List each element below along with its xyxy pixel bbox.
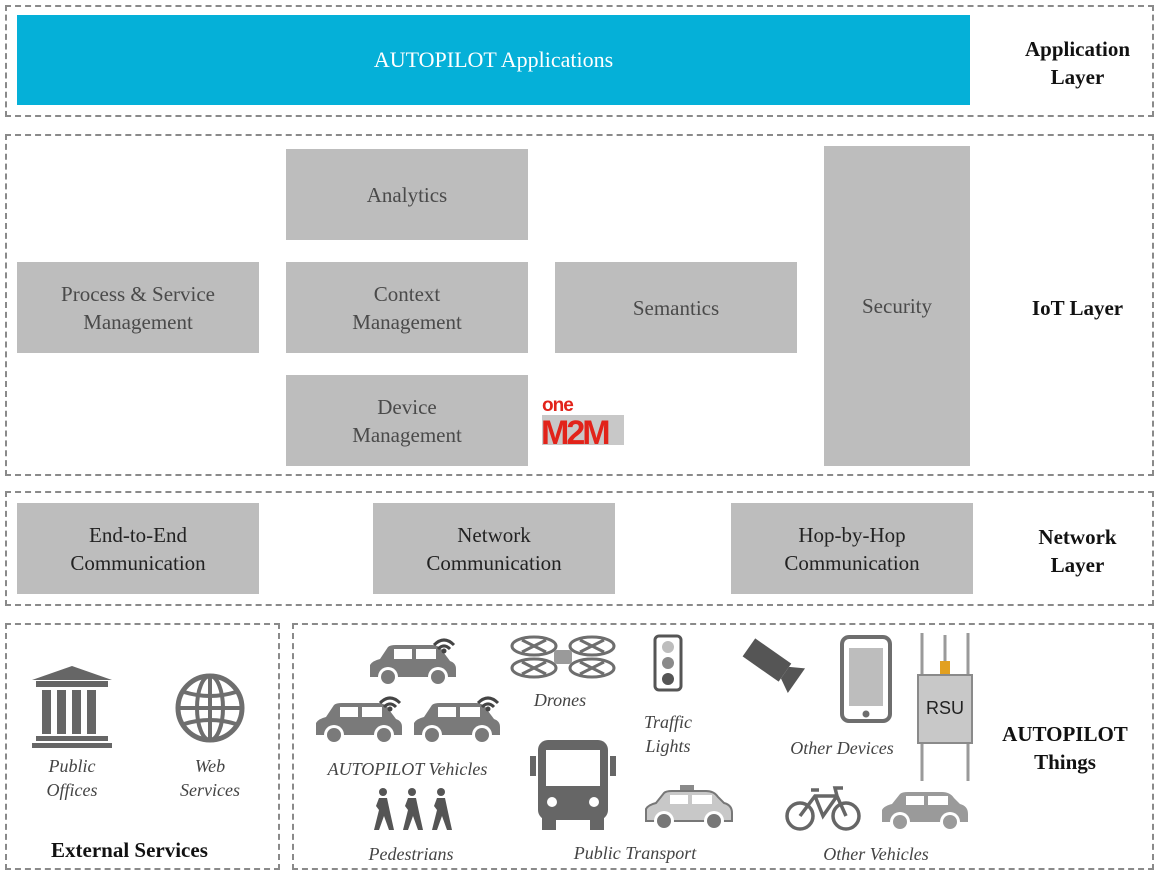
- traffic-light-icon: [653, 634, 683, 692]
- drone-icon: [510, 635, 616, 679]
- semantics-label: Semantics: [632, 295, 720, 320]
- iot-layer-frame: [5, 134, 1154, 476]
- onem2m-logo-backdrop: [542, 415, 624, 445]
- onem2m-logo: one M2M: [541, 395, 624, 449]
- device-management-label: Device Management: [352, 394, 462, 447]
- external-services-frame: [5, 623, 280, 870]
- process-service-management-label: Process & Service Management: [61, 281, 215, 334]
- rsu-label: RSU: [925, 698, 964, 718]
- web-services-globe-icon: [175, 673, 245, 743]
- device-management-box: Device Management: [286, 375, 528, 466]
- application-layer-label: Application Layer: [1024, 37, 1131, 89]
- hop-by-hop-communication-box: Hop-by-Hop Communication: [731, 503, 973, 594]
- analytics-box: Analytics: [286, 149, 528, 240]
- onem2m-logo-text-one: one: [542, 395, 573, 416]
- camera-icon: [742, 638, 806, 693]
- public-offices-icon: [32, 666, 112, 748]
- web-services-caption: Web Services: [180, 756, 240, 800]
- pedestrians-caption: Pedestrians: [368, 844, 454, 864]
- hop-by-hop-communication-label: Hop-by-Hop Communication: [784, 522, 920, 575]
- taxi-icon: [645, 785, 733, 831]
- other-devices-caption: Other Devices: [790, 738, 894, 758]
- end-to-end-communication-label: End-to-End Communication: [70, 522, 206, 575]
- external-services-title: External Services: [51, 838, 208, 862]
- autopilot-vehicle-icon: [414, 696, 500, 745]
- semantics-box: Semantics: [555, 262, 797, 353]
- network-layer-label: Network Layer: [1038, 525, 1117, 577]
- application-layer-frame: [5, 5, 1154, 117]
- rsu-antenna-icon: [917, 633, 973, 781]
- other-vehicles-caption: Other Vehicles: [823, 844, 929, 864]
- context-management-box: Context Management: [286, 262, 528, 353]
- autopilot-vehicles-caption: AUTOPILOT Vehicles: [327, 759, 488, 779]
- traffic-lights-caption: Traffic Lights: [643, 712, 692, 756]
- other-vehicle-car-icon: [882, 792, 968, 832]
- network-communication-label: Network Communication: [426, 522, 562, 575]
- pedestrians-icon: [374, 788, 452, 830]
- onem2m-logo-text-m2m: M2M: [541, 414, 609, 449]
- smartphone-icon: [840, 635, 892, 723]
- autopilot-vehicle-icon: [316, 696, 402, 745]
- drones-caption: Drones: [533, 690, 587, 710]
- analytics-label: Analytics: [366, 182, 448, 207]
- context-management-label: Context Management: [352, 281, 462, 334]
- public-offices-caption: Public Offices: [46, 756, 98, 800]
- autopilot-things-frame: [292, 623, 1154, 870]
- iot-layer-label: IoT Layer: [1031, 296, 1124, 320]
- bicycle-icon: [785, 786, 861, 831]
- autopilot-applications-box: AUTOPILOT Applications: [17, 15, 970, 105]
- network-communication-box: Network Communication: [373, 503, 615, 594]
- security-label: Security: [862, 294, 932, 318]
- process-service-management-box: Process & Service Management: [17, 262, 259, 353]
- autopilot-things-label: AUTOPILOT Things: [1002, 722, 1128, 774]
- network-layer-frame: [5, 491, 1154, 606]
- end-to-end-communication-box: End-to-End Communication: [17, 503, 259, 594]
- public-transport-caption: Public Transport: [573, 843, 697, 863]
- security-box: Security: [824, 146, 970, 466]
- autopilot-vehicle-icon: [370, 638, 456, 687]
- autopilot-applications-label: AUTOPILOT Applications: [373, 47, 614, 72]
- bus-icon: [530, 740, 616, 830]
